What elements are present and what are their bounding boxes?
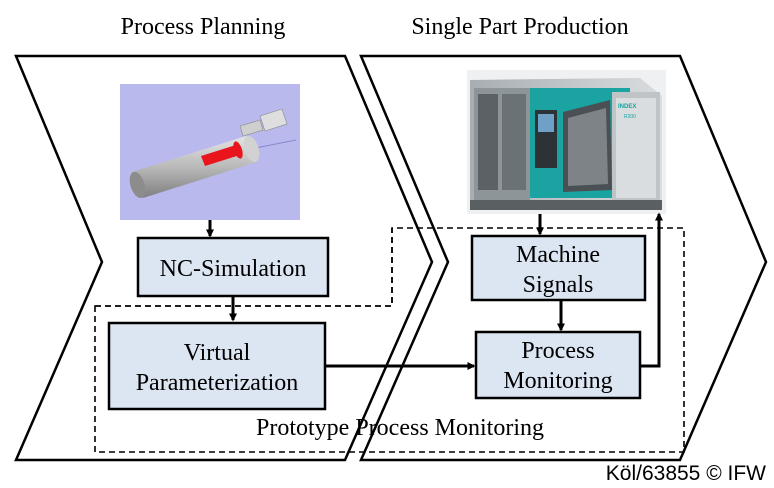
machine-signals-line2: Signals xyxy=(523,272,594,298)
cad-workpiece-image xyxy=(120,84,300,220)
nc-simulation-label: NC-Simulation xyxy=(160,256,307,282)
arrow-monitoring-to-machine xyxy=(640,212,663,368)
virtual-parameterization-box: Virtual Parameterization xyxy=(107,321,327,411)
process-planning-chevron xyxy=(14,54,434,462)
virtual-parameterization-line1: Virtual xyxy=(184,340,251,366)
machine-brand: INDEX xyxy=(618,104,636,110)
machine-signals-box: Machine Signals xyxy=(470,234,647,302)
virtual-parameterization-line2: Parameterization xyxy=(136,370,299,396)
prototype-process-monitoring-label: Prototype Process Monitoring xyxy=(256,415,544,441)
process-monitoring-line2: Monitoring xyxy=(503,368,612,394)
header-process-planning: Process Planning xyxy=(121,14,286,40)
cad-highlight xyxy=(201,145,240,166)
process-monitoring-line1: Process xyxy=(521,338,594,364)
machine-tool-image: INDEX R200 xyxy=(467,70,666,214)
process-monitoring-box: Process Monitoring xyxy=(474,330,642,400)
copyright-label: Köl/63855 © IFW xyxy=(606,462,766,485)
prototype-monitoring-region xyxy=(94,227,685,453)
single-part-production-chevron xyxy=(359,54,768,462)
nc-simulation-box: NC-Simulation xyxy=(136,236,330,298)
header-single-part-production: Single Part Production xyxy=(411,14,628,40)
machine-model: R200 xyxy=(624,114,636,120)
machine-signals-line1: Machine xyxy=(516,242,600,268)
